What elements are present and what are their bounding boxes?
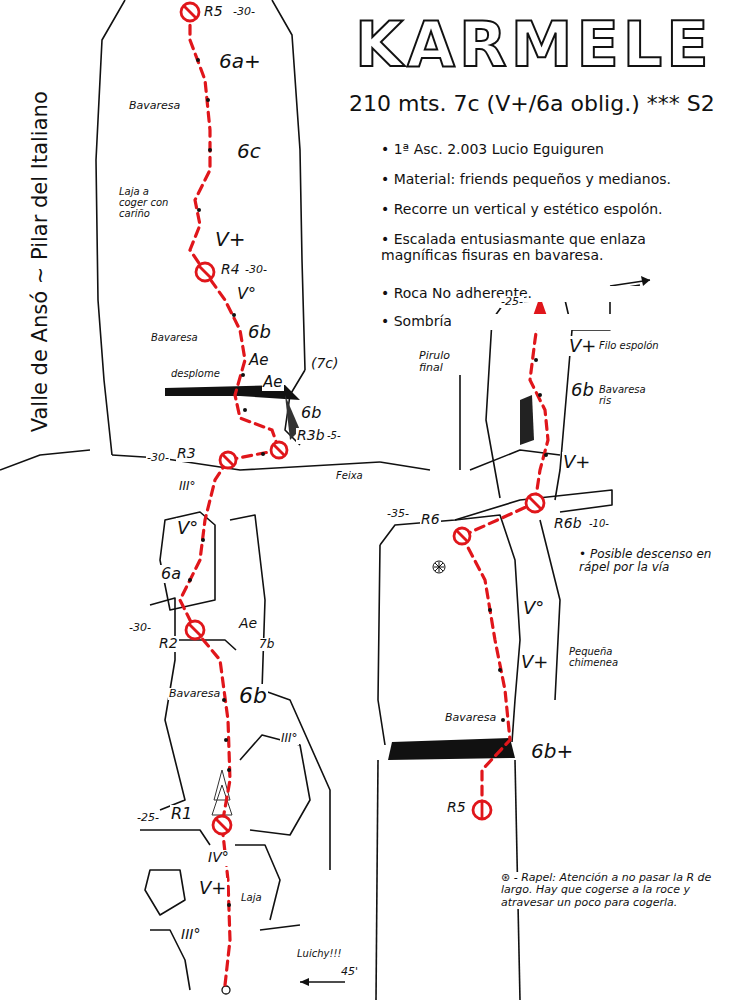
topo-label: IV° [207, 850, 230, 866]
topo-note: • 1ª Asc. 2.003 Lucio Eguiguren [380, 142, 722, 158]
topo-label: 6a+ [218, 50, 262, 72]
topo-label: V+ [520, 652, 549, 672]
topo-label: R2 [158, 636, 179, 652]
topo-label: -35- [386, 508, 410, 520]
topo-label: Bavaresa ris [598, 384, 660, 406]
topo-label: R5 [446, 800, 467, 816]
topo-title: KARMELE [355, 14, 713, 76]
topo-label: -25- [500, 296, 524, 308]
topo-note: • Roca No adherente. [380, 286, 722, 302]
topo-label: -5- [326, 430, 342, 441]
topo-label: Bavaresa [128, 100, 181, 112]
topo-label: Laja a coger con cariño [118, 186, 178, 220]
topo-label: -30- [244, 264, 268, 276]
topo-label: R1 [170, 805, 193, 823]
topo-label: R3b [296, 428, 326, 444]
topo-label: -30- [128, 622, 152, 634]
topo-label: Bavaresa [444, 712, 497, 724]
topo-label: (7c) [310, 356, 340, 372]
topo-label: Ae [262, 374, 284, 391]
topo-label: Bavaresa [168, 688, 221, 700]
topo-label: III° [280, 732, 299, 745]
topo-label: III° [178, 480, 197, 493]
topo-label: 6a [160, 565, 182, 583]
topo-label: Bavaresa [150, 332, 199, 343]
topo-label: 45' [340, 966, 359, 978]
topo-label: ⊛ - Rapel: Atención a no pasar la R de l… [500, 872, 727, 909]
topo-label: V° [236, 285, 257, 303]
topo-note: Valle de Ansó ~ Pilar del Italiano [29, 41, 53, 483]
topo-label: -25- [136, 812, 160, 824]
topo-label: -30- [146, 452, 170, 464]
topo-label: Filo espolón [598, 340, 660, 351]
topo-label: V+ [562, 452, 591, 472]
topo-label: V+ [198, 878, 227, 898]
topo-label: 6b [570, 380, 595, 400]
topo-label: 6b [300, 404, 322, 422]
topo-note: • Recorre un vertical y estético espolón… [380, 202, 722, 218]
topo-label: R3 [176, 446, 197, 462]
topo-label: V+ [568, 336, 597, 356]
topo-label: -10- [588, 518, 610, 529]
topo-label: 7b [258, 638, 275, 651]
topo-label: V+ [214, 228, 246, 250]
topo-label: • Posible descenso en rápel por la vía [578, 548, 730, 575]
topo-label: 6b+ [530, 740, 574, 762]
topo-note: • Sombría [380, 314, 722, 330]
topo-label: 6c [236, 140, 262, 162]
topo-label: Laja [240, 892, 263, 903]
topo-label: desplome [170, 368, 221, 379]
topo-note: • Material: friends pequeños y medianos. [380, 172, 722, 188]
topo-label: 6b [238, 684, 268, 709]
topo-label: III° [180, 927, 201, 943]
topo-label: Ae [248, 352, 270, 369]
topo-label: -30- [232, 6, 256, 18]
topo-label: Feixa [335, 470, 364, 481]
topo-label: R6 [420, 512, 441, 528]
topo-label: Pirulo final [418, 350, 470, 375]
topo-label: R4 [220, 262, 241, 278]
topo-label: Luichy!!! [296, 948, 342, 959]
topo-label: Pequeña chimenea [568, 646, 630, 668]
topo-note: • Escalada entusiasmante que enlaza magn… [380, 232, 682, 263]
topo-note: 210 mts. 7c (V+/6a oblig.) *** S2 [348, 92, 716, 117]
topo-label: R5 [203, 4, 224, 20]
topo-label: Ae [238, 616, 258, 632]
topo-label: V° [176, 518, 199, 538]
topo-label: R6b [553, 516, 583, 532]
topo-label: V° [522, 598, 545, 618]
topo-label: 6b [247, 322, 272, 342]
